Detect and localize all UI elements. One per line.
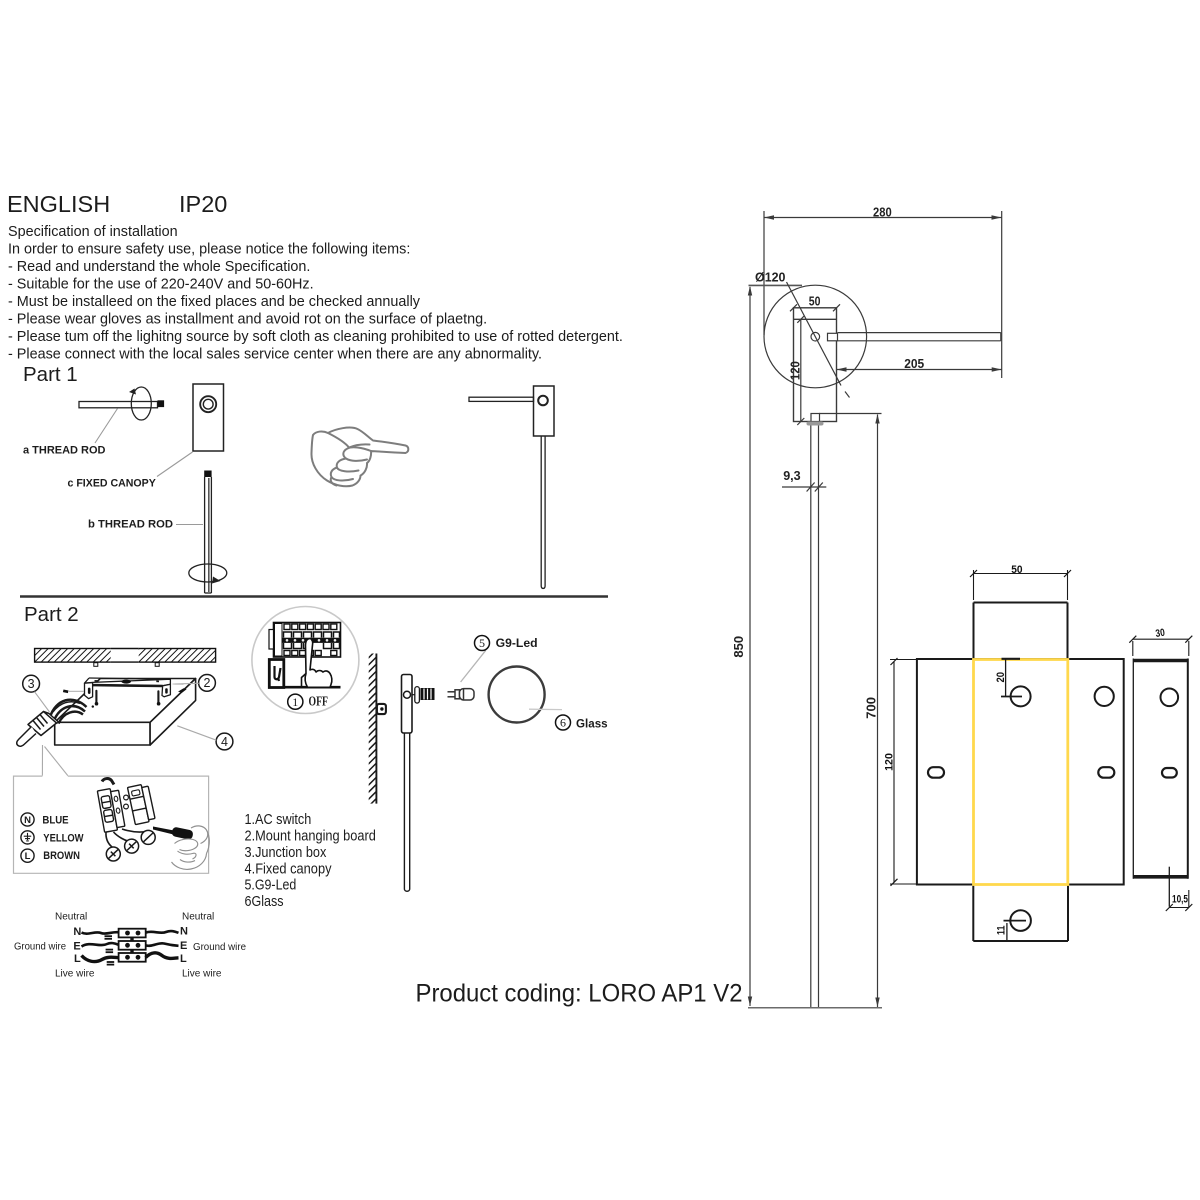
svg-text:Ground wire: Ground wire xyxy=(193,942,246,953)
svg-text:Product coding: LORO AP1 V2: Product coding: LORO AP1 V2 xyxy=(416,980,743,1008)
svg-text:b THREAD ROD: b THREAD ROD xyxy=(88,518,173,530)
svg-text:50: 50 xyxy=(1011,564,1022,576)
svg-text:700: 700 xyxy=(864,697,879,719)
svg-text:c FIXED CANOPY: c FIXED CANOPY xyxy=(68,478,157,490)
svg-text:11: 11 xyxy=(995,926,1007,935)
svg-text:9,3: 9,3 xyxy=(783,468,801,483)
svg-text:1.AC switch: 1.AC switch xyxy=(245,812,312,828)
svg-text:30: 30 xyxy=(1155,627,1166,640)
svg-text:- Please connect with the loca: - Please connect with the local sales se… xyxy=(8,347,542,363)
svg-text:G9-Led: G9-Led xyxy=(496,636,538,650)
svg-text:5.G9-Led: 5.G9-Led xyxy=(245,878,297,894)
svg-text:205: 205 xyxy=(904,356,924,371)
svg-text:BROWN: BROWN xyxy=(43,850,80,862)
svg-text:120: 120 xyxy=(787,361,802,380)
svg-text:Part 1: Part 1 xyxy=(23,363,78,386)
svg-text:5: 5 xyxy=(479,636,485,650)
svg-text:Glass: Glass xyxy=(576,717,608,731)
svg-text:120: 120 xyxy=(884,753,896,771)
svg-text:YELLOW: YELLOW xyxy=(43,833,84,845)
svg-text:- Suitable for the use of 220-: - Suitable for the use of 220-240V and 5… xyxy=(8,277,314,293)
svg-text:10,5: 10,5 xyxy=(1172,894,1188,906)
svg-text:- Please wear gloves as instal: - Please wear gloves as installment and … xyxy=(8,312,487,328)
svg-text:Ground wire: Ground wire xyxy=(14,942,66,953)
svg-text:1: 1 xyxy=(292,695,298,709)
svg-text:IP20: IP20 xyxy=(179,191,227,217)
svg-text:50: 50 xyxy=(809,293,821,308)
svg-text:2: 2 xyxy=(204,676,211,690)
svg-text:In order to ensure safety use,: In order to ensure safety use, please no… xyxy=(8,242,410,258)
svg-text:6: 6 xyxy=(560,716,566,730)
svg-text:Neutral: Neutral xyxy=(182,911,214,922)
svg-text:- Must be installeed on the fi: - Must be installeed on the fixed places… xyxy=(8,294,421,310)
svg-text:E: E xyxy=(180,940,187,952)
svg-text:N: N xyxy=(180,926,188,938)
svg-text:4.Fixed canopy: 4.Fixed canopy xyxy=(245,861,333,877)
svg-text:Live wire: Live wire xyxy=(182,969,222,980)
svg-text:L: L xyxy=(74,953,81,965)
svg-text:20: 20 xyxy=(995,672,1007,683)
svg-text:N: N xyxy=(73,926,81,938)
svg-text:OFF: OFF xyxy=(309,694,329,709)
svg-text:Part 2: Part 2 xyxy=(24,603,79,626)
svg-text:Live wire: Live wire xyxy=(55,969,95,980)
svg-text:280: 280 xyxy=(873,205,892,220)
svg-text:ENGLISH: ENGLISH xyxy=(7,191,110,217)
svg-text:BLUE: BLUE xyxy=(42,814,69,826)
svg-text:3: 3 xyxy=(28,677,35,691)
svg-text:850: 850 xyxy=(731,636,746,658)
svg-text:4: 4 xyxy=(221,735,228,749)
svg-text:a THREAD ROD: a THREAD ROD xyxy=(23,444,106,456)
svg-text:3.Junction box: 3.Junction box xyxy=(245,845,327,861)
svg-text:L: L xyxy=(180,953,187,965)
svg-text:6Glass: 6Glass xyxy=(245,894,284,910)
svg-text:L: L xyxy=(25,851,31,862)
svg-text:- Read and understand the whol: - Read and understand the whole Specific… xyxy=(8,259,310,275)
svg-text:E: E xyxy=(73,940,80,952)
svg-text:- Please tum off the lighitng: - Please tum off the lighitng source by … xyxy=(8,329,623,345)
svg-text:Neutral: Neutral xyxy=(55,911,87,922)
svg-text:2.Mount hanging board: 2.Mount hanging board xyxy=(245,829,376,845)
svg-text:Specification of installation: Specification of installation xyxy=(8,224,178,240)
svg-text:N: N xyxy=(24,815,31,826)
svg-text:Ø120: Ø120 xyxy=(755,270,786,285)
